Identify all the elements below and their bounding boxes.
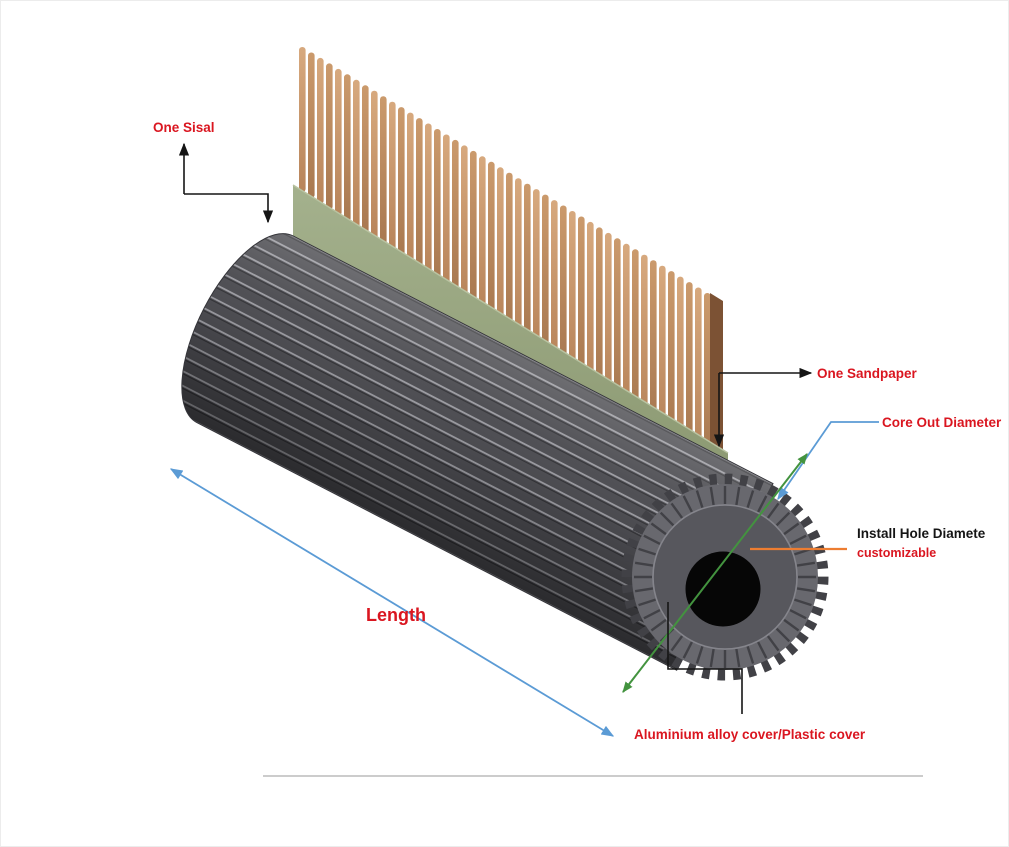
sisal-bristle bbox=[515, 178, 522, 334]
sisal-bristle bbox=[695, 287, 702, 453]
sisal-bristle bbox=[524, 183, 531, 340]
one-sisal-label: One Sisal bbox=[153, 120, 215, 135]
sisal-bristle bbox=[668, 271, 675, 435]
face-serration-teeth bbox=[621, 473, 829, 681]
sisal-bristle bbox=[380, 96, 387, 246]
sisal-bristle bbox=[506, 172, 513, 328]
sisal-bristle bbox=[677, 276, 684, 441]
sisal-bristle bbox=[650, 260, 657, 423]
sisal-bristle bbox=[605, 232, 612, 393]
core-out-diameter-pointer-line bbox=[777, 421, 879, 501]
sisal-bristle bbox=[596, 227, 603, 388]
core-diameter-dimension-line bbox=[622, 453, 808, 693]
sisal-bristle bbox=[416, 118, 423, 269]
sisal-bristle bbox=[614, 238, 621, 399]
sisal-bristle bbox=[308, 52, 315, 198]
install-hole-note: customizable bbox=[857, 546, 936, 560]
sisal-bristle bbox=[317, 57, 324, 204]
sisal-bristle bbox=[461, 145, 468, 299]
sisal-bristle bbox=[551, 200, 558, 358]
sisal-bristle bbox=[443, 134, 450, 287]
sisal-bristle bbox=[452, 139, 459, 293]
sisal-bristle bbox=[686, 282, 693, 447]
sisal-bristle bbox=[569, 211, 576, 370]
sisal-bristle bbox=[488, 161, 495, 317]
annotations: One Sisal One Sandpaper Core Out Diamete… bbox=[153, 120, 1002, 742]
sisal-bristle bbox=[659, 265, 666, 429]
sisal-bristle bbox=[641, 254, 648, 417]
sisal-bristle bbox=[479, 156, 486, 311]
install-hole-label: Install Hole Diamete bbox=[857, 526, 986, 541]
sisal-bristle-row bbox=[299, 47, 711, 458]
sisal-bristle bbox=[398, 107, 405, 257]
sisal-bristle bbox=[434, 129, 441, 281]
sisal-bristle bbox=[389, 101, 396, 252]
length-label: Length bbox=[366, 605, 426, 625]
sisal-bristle bbox=[560, 205, 567, 364]
sisal-bristle bbox=[362, 85, 369, 234]
one-sisal-pointer-line bbox=[184, 193, 274, 224]
sisal-bristle bbox=[587, 221, 594, 382]
sisal-bristle bbox=[407, 112, 414, 263]
sisal-bristle bbox=[326, 63, 333, 210]
sisal-bristle bbox=[425, 123, 432, 275]
sandpaper-strip-highlight bbox=[292, 184, 729, 454]
sisal-bristle bbox=[371, 90, 378, 240]
sisal-bristle bbox=[335, 68, 342, 216]
sisal-bristle bbox=[704, 293, 711, 458]
sisal-bristle bbox=[533, 189, 540, 346]
sisal-bristle bbox=[353, 79, 360, 228]
cover-label: Aluminium alloy cover/Plastic cover bbox=[634, 727, 866, 742]
sisal-bristle bbox=[299, 47, 306, 192]
length-dimension-arrow bbox=[169, 468, 615, 737]
core-out-diameter-label: Core Out Diameter bbox=[882, 415, 1002, 430]
sisal-bristle bbox=[578, 216, 585, 376]
cover-pointer-line bbox=[667, 602, 743, 714]
sisal-bristle bbox=[497, 167, 504, 323]
one-sandpaper-label: One Sandpaper bbox=[817, 366, 918, 381]
sisal-bristle bbox=[542, 194, 549, 352]
sisal-bristle bbox=[470, 150, 477, 305]
sisal-bristle bbox=[623, 243, 630, 405]
sisal-bristle bbox=[632, 249, 639, 411]
sisal-bristle bbox=[344, 74, 351, 222]
